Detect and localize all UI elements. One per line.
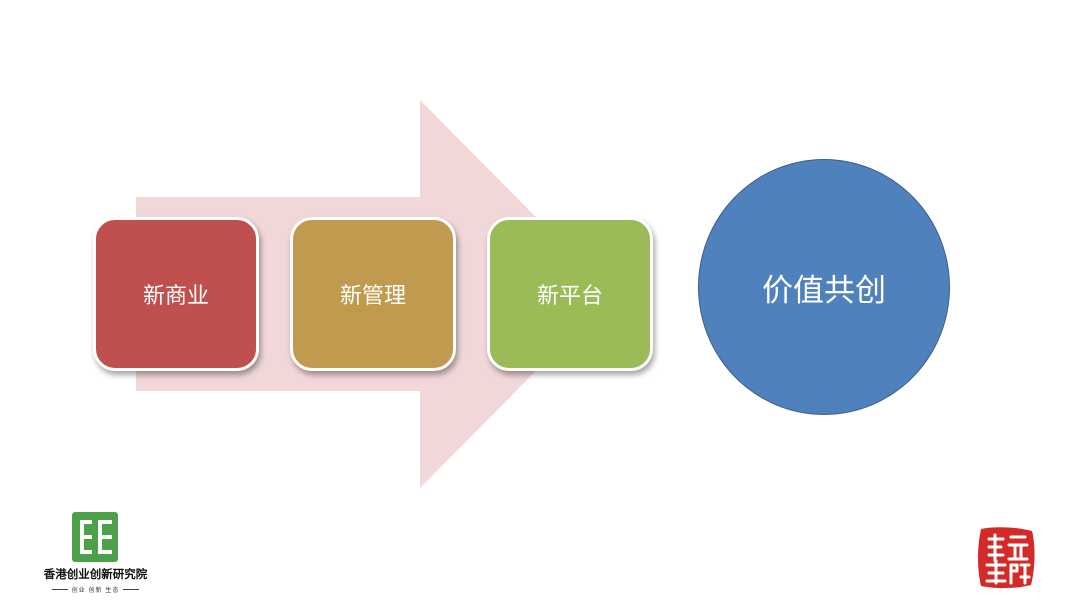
step-label-new-business: 新商业 xyxy=(142,284,209,309)
result-circle: 价值共创 xyxy=(698,159,950,415)
institute-name: 香港创业创新研究院 xyxy=(43,567,148,581)
institute-logo-icon xyxy=(72,512,118,562)
step-label-new-management: 新管理 xyxy=(339,284,406,309)
result-label: 价值共创 xyxy=(762,272,886,309)
slogan-rule-right xyxy=(123,589,140,590)
step-box-new-business: 新商业 xyxy=(93,217,259,371)
step-label-new-platform: 新平台 xyxy=(536,284,603,309)
step-box-new-management: 新管理 xyxy=(290,217,456,371)
step-box-new-platform: 新平台 xyxy=(487,217,653,371)
slogan-rule-left xyxy=(51,589,68,590)
institute-logo: 香港创业创新研究院 创业 创新 生态 xyxy=(38,510,153,600)
institute-slogan-row: 创业 创新 生态 xyxy=(38,585,153,594)
academy-seal xyxy=(975,525,1037,591)
academy-seal-icon xyxy=(978,527,1035,589)
institute-slogan: 创业 创新 生态 xyxy=(71,587,120,594)
